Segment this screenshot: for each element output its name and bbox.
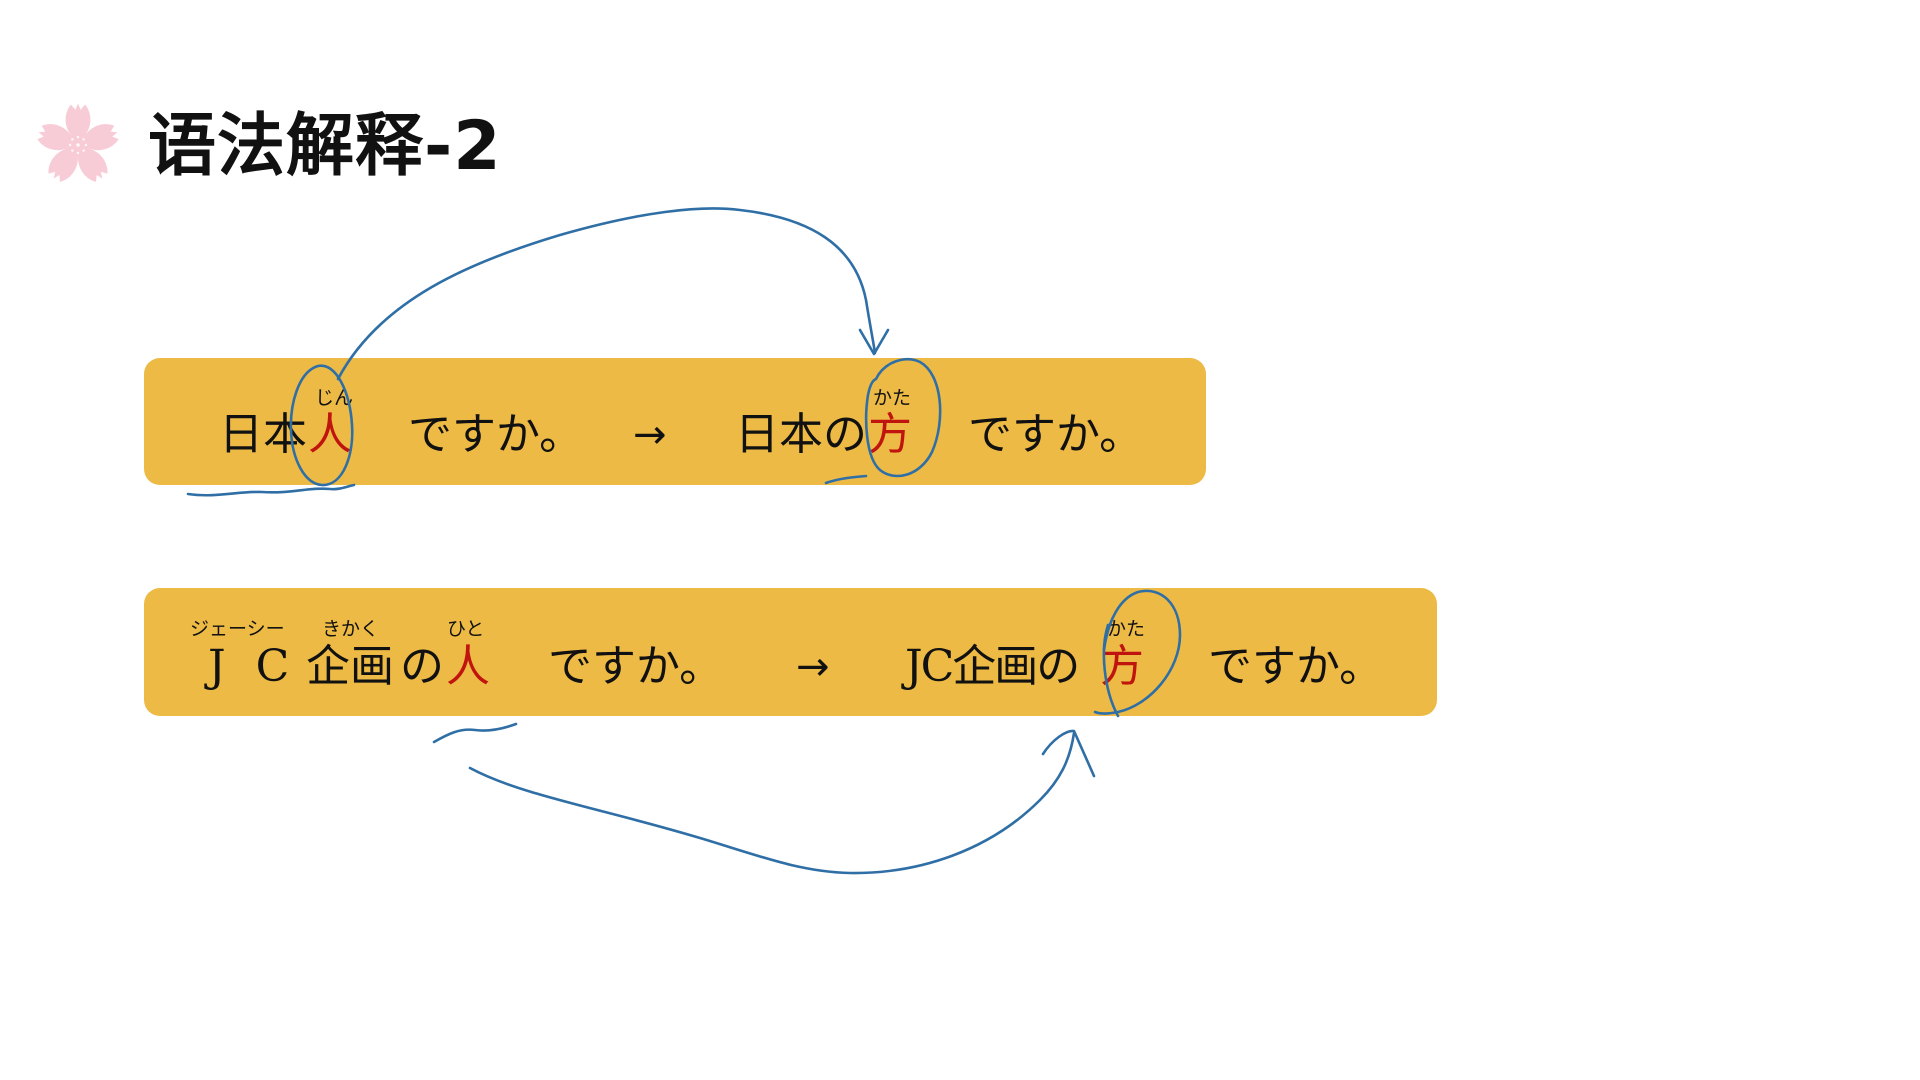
row2-right-prefix: JC企画の xyxy=(905,641,1080,692)
example-box-2 xyxy=(144,588,1437,716)
row2-left-latin: J C xyxy=(208,641,298,692)
row2-right-suffix: ですか。 xyxy=(1208,641,1384,692)
row2-arrow: → xyxy=(796,644,830,690)
row1-left-prefix: 日本 xyxy=(219,409,307,460)
ruby-kikaku: きかく xyxy=(322,618,380,640)
row2-left-suffix: ですか。 xyxy=(548,641,724,692)
row1-right-target: 方 xyxy=(868,409,912,460)
ruby-jc: ジェーシー xyxy=(190,618,285,640)
row1-arrow: → xyxy=(633,412,667,458)
curved-arrow-icon-bottom xyxy=(468,731,1076,875)
ruby-jin: じん xyxy=(315,387,354,409)
row1-left-suffix: ですか。 xyxy=(408,409,584,460)
underline-annotation-row2 xyxy=(432,722,518,744)
page-title: 语法解释-2 xyxy=(148,107,502,186)
row2-left-target: 人 xyxy=(446,641,490,692)
row2-right-target: 方 xyxy=(1100,641,1144,692)
row1-left-target: 人 xyxy=(308,409,352,460)
ruby-kata-2: かた xyxy=(1107,618,1146,640)
arrowhead-top xyxy=(858,328,890,356)
arrowhead-bottom xyxy=(1041,729,1096,778)
row1-right-prefix: 日本の xyxy=(735,409,867,460)
ruby-hito: ひと xyxy=(447,618,485,640)
sakura-flower-icon xyxy=(34,103,122,186)
row1-right-suffix: ですか。 xyxy=(968,409,1144,460)
row2-left-kanji: 企画 xyxy=(306,641,394,692)
underline-annotation-row1 xyxy=(186,483,356,497)
ruby-kata-1: かた xyxy=(873,387,912,409)
curved-arrow-icon-top xyxy=(336,207,877,381)
row2-left-particle: の xyxy=(400,641,444,692)
